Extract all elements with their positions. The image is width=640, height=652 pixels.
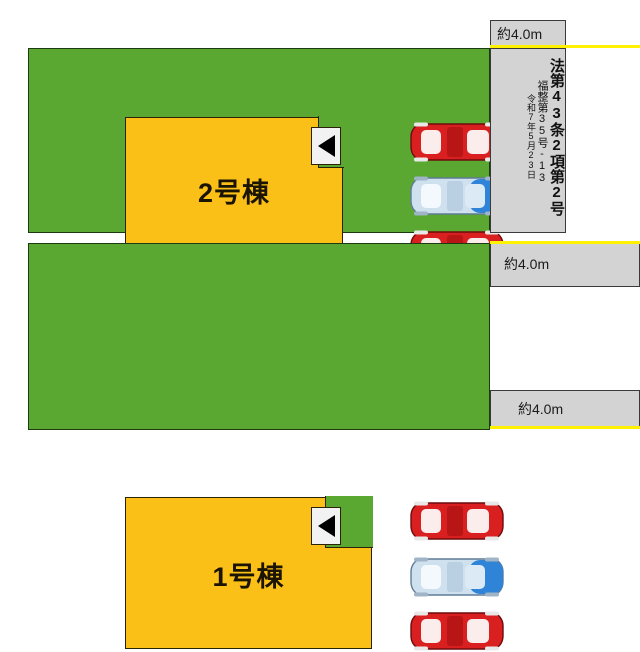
road-strip-main [490, 48, 566, 233]
road-width-label-top: 約4.0m [497, 26, 543, 42]
road-width-label-middle: 約4.0m [504, 256, 550, 272]
road-width-label-bottom: 約4.0m [518, 401, 564, 417]
frontage-line-top [490, 45, 640, 48]
land-plot-upper: 2号棟 [28, 48, 504, 270]
road-strip-top [490, 20, 566, 48]
parked-car-red [409, 610, 505, 652]
entrance-arrow-marker-2 [311, 127, 341, 165]
entrance-arrow-icon [317, 135, 335, 157]
frontage-line-bottom [490, 426, 640, 429]
site-plan-diagram: 2号棟 [28, 20, 640, 651]
building-label-1: 1号棟 [212, 562, 285, 592]
parked-car-red [409, 121, 505, 163]
frontage-line-middle [490, 241, 640, 244]
building-label-2: 2号棟 [197, 178, 271, 208]
road-strip-bottom [490, 390, 640, 428]
entrance-arrow-icon [317, 515, 335, 537]
parked-car-red [409, 500, 505, 542]
road-strip-middle [490, 243, 640, 287]
land-plot-lower: 1号棟 [28, 243, 504, 651]
parked-car-lightblue [409, 556, 505, 598]
entrance-arrow-marker-1 [311, 507, 341, 545]
